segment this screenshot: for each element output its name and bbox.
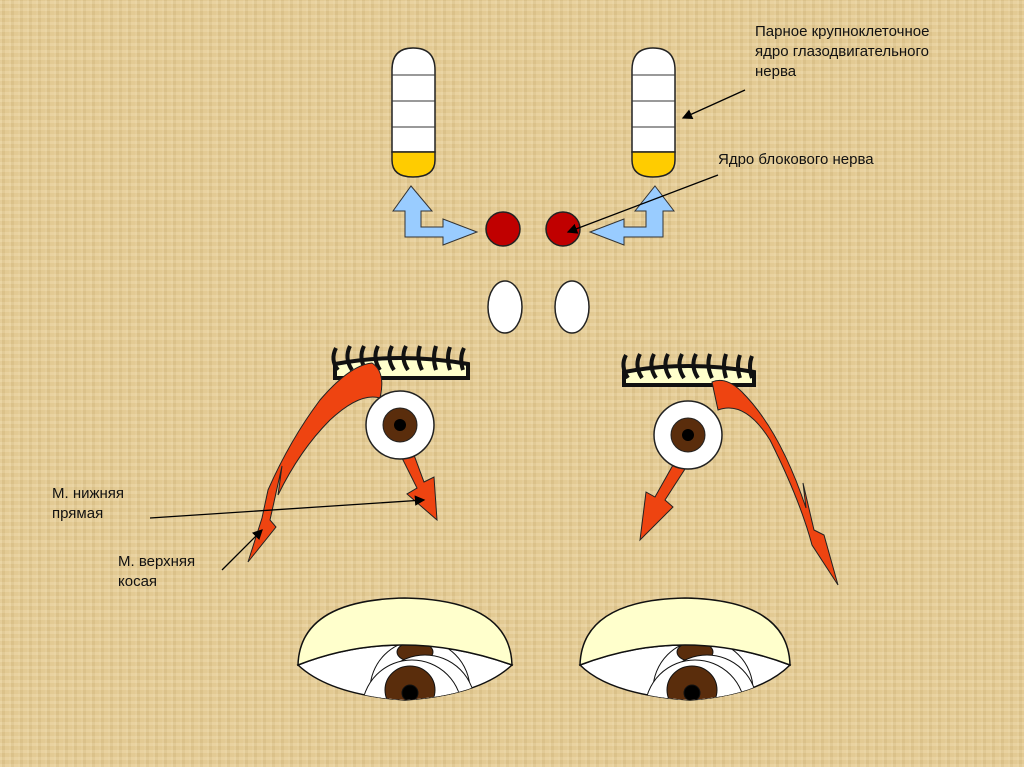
label-line: прямая [52, 505, 104, 522]
pointer-oculomotor [681, 89, 746, 119]
pointer-trochlear [566, 174, 719, 234]
white-oval-right [554, 280, 590, 334]
superior-oblique-muscle-left [247, 362, 383, 563]
pointer-inferior-rectus [149, 495, 426, 519]
pointer-superior-oblique [221, 529, 263, 571]
eyeball-right [653, 400, 723, 470]
trochlear-nucleus-left [485, 211, 521, 247]
blue-arrow-right [588, 185, 676, 246]
label-oculomotor-nucleus: Парное крупноклеточное ядро глазодвигате… [755, 22, 929, 82]
label-line: ядро глазодвигательного [755, 43, 929, 60]
inferior-rectus-muscle-left [401, 454, 438, 522]
blue-arrow-left [392, 185, 479, 246]
label-line: М. нижняя [52, 485, 125, 502]
superior-oblique-muscle-right [711, 379, 839, 586]
label-line: Парное крупноклеточное [755, 23, 930, 40]
front-eye-left [296, 597, 514, 701]
eyeball-left [365, 390, 435, 460]
oculomotor-nucleus-right [631, 47, 676, 178]
label-line: нерва [755, 63, 797, 80]
trochlear-nucleus-right [545, 211, 581, 247]
label-line: косая [118, 573, 158, 590]
label-inferior-rectus: М. нижняя прямая [52, 484, 124, 524]
label-superior-oblique: М. верхняя косая [118, 552, 195, 592]
oculomotor-nucleus-left [391, 47, 436, 178]
front-eye-right [578, 597, 792, 701]
eyelashes-right [621, 353, 756, 387]
label-line: М. верхняя [118, 553, 196, 570]
label-trochlear-nucleus: Ядро блокового нерва [718, 151, 874, 168]
inferior-rectus-muscle-right [639, 464, 686, 542]
white-oval-left [487, 280, 523, 334]
